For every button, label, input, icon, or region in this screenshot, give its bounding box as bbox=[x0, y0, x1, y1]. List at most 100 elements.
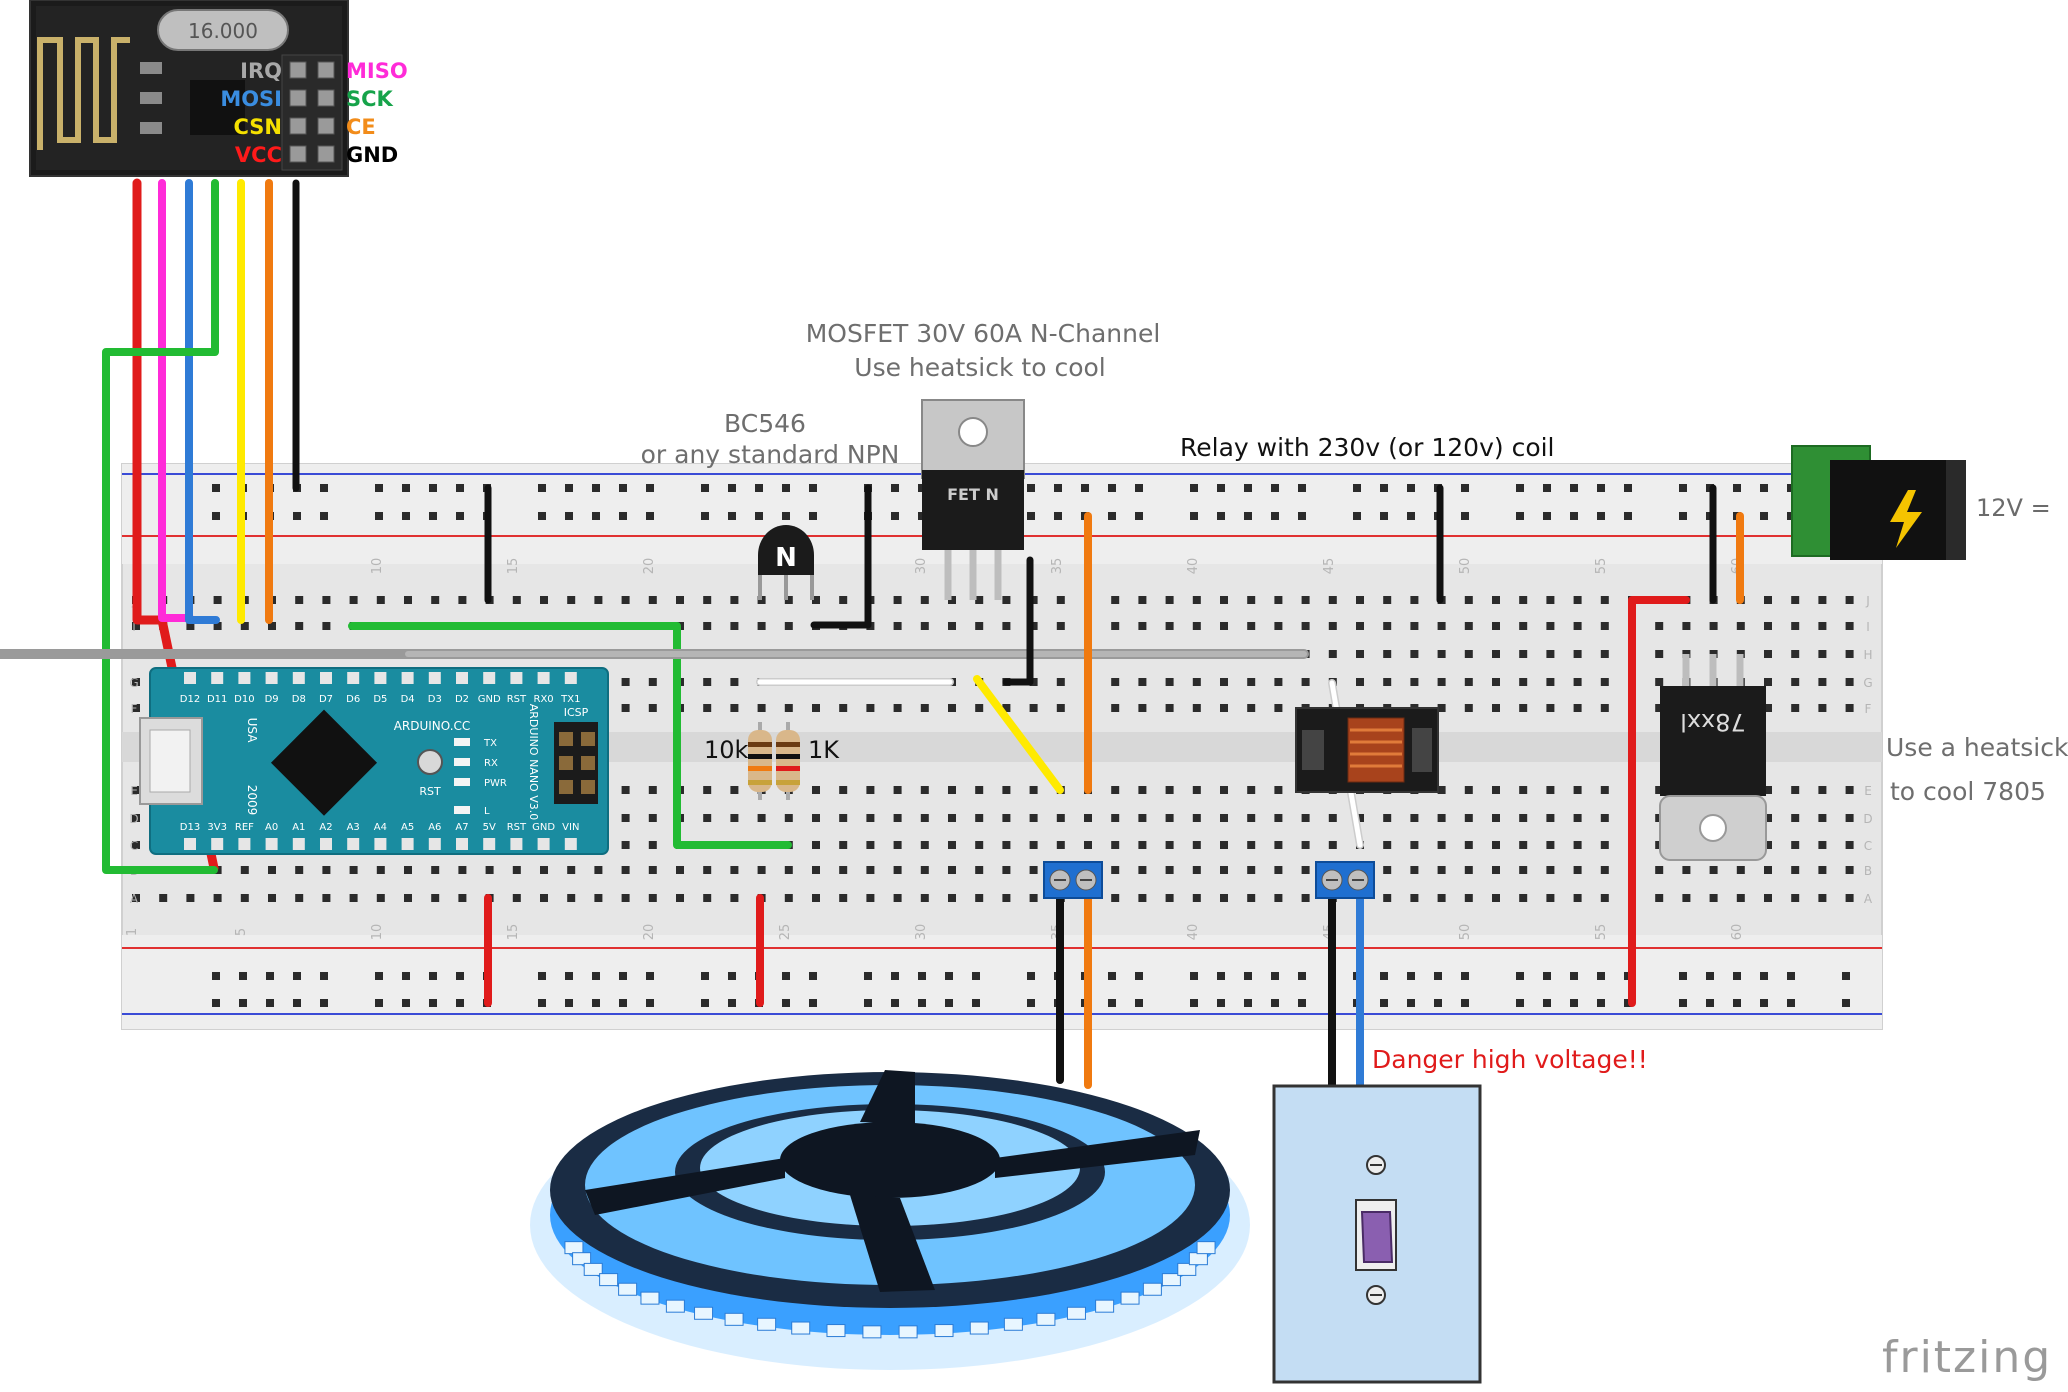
rail-hole bbox=[1108, 999, 1116, 1007]
arduino-pin-pad bbox=[320, 672, 332, 684]
breadboard-hole bbox=[132, 814, 140, 822]
switch-toggle[interactable] bbox=[1360, 1211, 1394, 1263]
breadboard-hole bbox=[621, 894, 630, 902]
relay bbox=[1295, 707, 1439, 793]
rail-hole bbox=[646, 999, 654, 1007]
led-rx bbox=[454, 758, 470, 766]
rail-hole bbox=[1135, 484, 1143, 492]
breadboard-hole bbox=[1437, 678, 1446, 686]
arduino-pin-label: VIN bbox=[562, 822, 579, 833]
reel-spoke-bottom bbox=[850, 1195, 935, 1292]
reel-spoke-left bbox=[585, 1158, 785, 1215]
wire-mosi-blue bbox=[185, 179, 220, 624]
rail-hole bbox=[782, 972, 790, 980]
breadboard-hole bbox=[322, 866, 331, 874]
rail-hole bbox=[1298, 999, 1306, 1007]
row-label: I bbox=[132, 620, 136, 634]
column-number: 15 bbox=[506, 924, 521, 941]
rail-hole bbox=[429, 999, 437, 1007]
arduino-pin-label: RST bbox=[507, 822, 527, 833]
breadboard-hole bbox=[1818, 678, 1827, 686]
rail-hole bbox=[266, 999, 274, 1007]
jumper-red-3 bbox=[1628, 596, 1690, 1007]
breadboard-hole bbox=[1519, 650, 1528, 658]
arduino-pin-pad bbox=[564, 672, 577, 684]
breadboard-hole bbox=[1383, 894, 1392, 902]
breadboard-hole bbox=[1002, 622, 1011, 630]
column-number: 45 bbox=[1322, 558, 1337, 575]
breadboard-hole bbox=[1492, 866, 1500, 874]
reset-button[interactable] bbox=[417, 749, 443, 775]
rail-hole bbox=[1842, 972, 1850, 980]
arduino-pin-pad bbox=[428, 672, 441, 684]
arduino-pin-pad bbox=[537, 672, 550, 684]
row-label: F bbox=[1865, 702, 1872, 716]
breadboard-hole bbox=[1247, 894, 1256, 902]
breadboard-hole bbox=[1573, 650, 1582, 658]
breadboard-hole bbox=[1600, 704, 1609, 712]
breadboard-hole bbox=[1084, 814, 1092, 822]
rail-hole bbox=[1380, 999, 1388, 1007]
breadboard-hole bbox=[1056, 704, 1065, 712]
rail-hole bbox=[239, 972, 247, 980]
breadboard-hole bbox=[1111, 678, 1120, 686]
rail-hole bbox=[1407, 484, 1415, 492]
rail-hole bbox=[1624, 512, 1632, 520]
breadboard-hole bbox=[1492, 678, 1500, 686]
breadboard-hole bbox=[540, 596, 548, 604]
danger-label: Danger high voltage!! bbox=[1372, 1045, 1648, 1074]
breadboard-hole bbox=[322, 894, 331, 902]
rail-hole bbox=[1271, 972, 1279, 980]
column-number: 10 bbox=[370, 924, 385, 941]
breadboard-hole bbox=[866, 786, 875, 794]
rail-hole bbox=[293, 999, 301, 1007]
rail-hole bbox=[809, 999, 817, 1007]
breadboard-hole bbox=[1464, 841, 1473, 849]
breadboard-hole bbox=[1138, 841, 1147, 849]
rail-hole bbox=[1543, 999, 1551, 1007]
breadboard-hole bbox=[1328, 814, 1337, 822]
rail-hole bbox=[592, 512, 600, 520]
breadboard-hole bbox=[349, 596, 358, 604]
rail-hole bbox=[646, 484, 654, 492]
rail-hole bbox=[1027, 484, 1035, 492]
rail-hole bbox=[1054, 484, 1062, 492]
breadboard-hole bbox=[1736, 866, 1745, 874]
breadboard-hole bbox=[1002, 894, 1011, 902]
icsp-pin bbox=[559, 780, 573, 794]
breadboard-hole bbox=[1192, 786, 1201, 794]
rail-hole bbox=[1380, 972, 1388, 980]
jumper-black-mosfet bbox=[1002, 556, 1034, 686]
breadboard-hole bbox=[1464, 786, 1473, 794]
breadboard-hole bbox=[1356, 678, 1364, 686]
breadboard-hole bbox=[1655, 650, 1664, 658]
icsp-pin bbox=[559, 756, 573, 770]
led-chip bbox=[640, 1291, 660, 1305]
breadboard-hole bbox=[1383, 650, 1392, 658]
rail-hole bbox=[701, 512, 709, 520]
rail-hole bbox=[1842, 999, 1850, 1007]
breadboard-hole bbox=[295, 894, 304, 902]
rail-hole bbox=[565, 512, 573, 520]
breadboard-hole bbox=[1655, 622, 1664, 630]
arduino-pin-pad bbox=[401, 672, 414, 684]
breadboard-hole bbox=[1655, 678, 1664, 686]
rail-hole bbox=[1570, 512, 1578, 520]
usa-label: USA bbox=[245, 718, 259, 744]
breadboard-hole bbox=[1437, 866, 1446, 874]
breadboard-hole bbox=[920, 841, 929, 849]
crystal-oscillator bbox=[157, 9, 289, 51]
breadboard-hole bbox=[1764, 650, 1772, 658]
breadboard-hole bbox=[812, 866, 820, 874]
breadboard-hole bbox=[1301, 841, 1310, 849]
rail-hole bbox=[592, 972, 600, 980]
column-number: 5 bbox=[234, 928, 249, 936]
arduino-pin-label: D2 bbox=[455, 694, 469, 705]
breadboard-hole bbox=[1220, 678, 1228, 686]
pin-label-csn: CSN bbox=[233, 115, 282, 139]
rail-hole bbox=[1108, 484, 1116, 492]
arduino-pin-pad bbox=[292, 672, 305, 684]
r1k-band-4 bbox=[776, 780, 800, 785]
rail-hole bbox=[945, 972, 953, 980]
arduino-pin-label: REF bbox=[235, 822, 254, 833]
